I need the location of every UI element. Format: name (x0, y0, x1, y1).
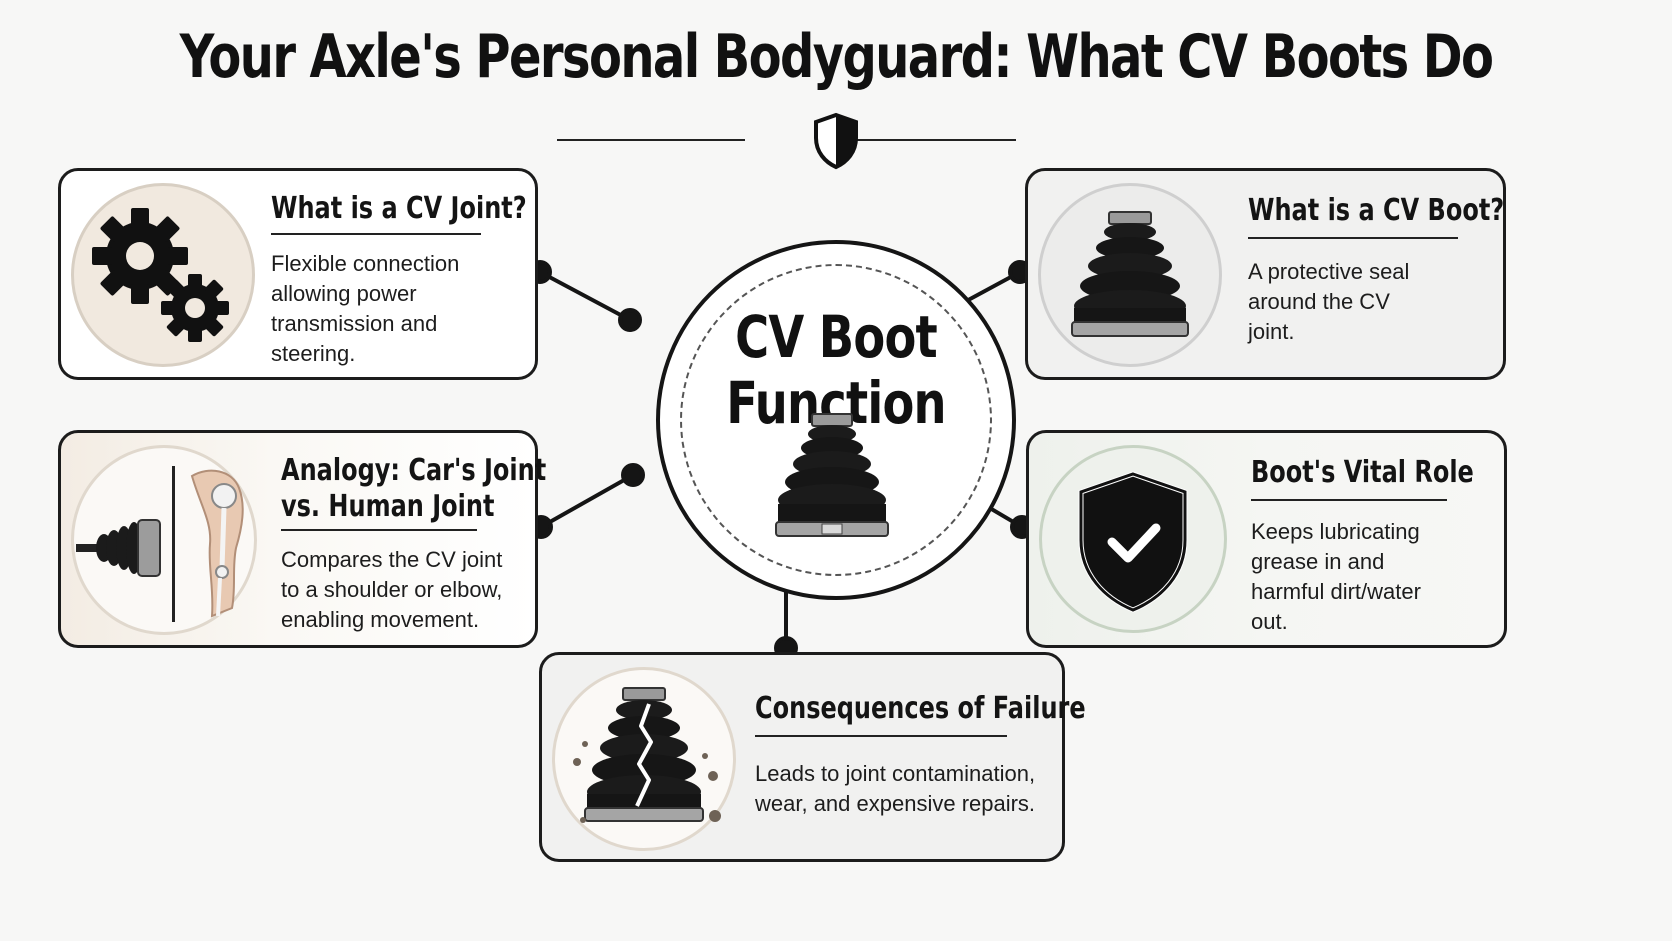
card-analogy-body: Compares the CV joint to a shoulder or e… (281, 547, 503, 632)
shield-medallion (1039, 445, 1227, 633)
card-failure-title: Consequences of Failure (755, 691, 1086, 726)
card-cv-boot: What is a CV Boot? A protective seal aro… (1025, 168, 1506, 380)
cv-boot-icon (1071, 211, 1189, 337)
gears-medallion (71, 183, 255, 367)
card-vital-role: Boot's Vital Role Keeps lubricating grea… (1026, 430, 1507, 648)
card-cv-joint: What is a CV Joint? Flexible connection … (58, 168, 538, 380)
card-analogy-title-line1: Analogy: Car's Joint (281, 453, 547, 488)
axle-and-arm-icon (76, 466, 244, 622)
cracked-boot-icon (573, 687, 721, 823)
card-vital-role-title: Boot's Vital Role (1251, 455, 1474, 490)
hub-title-line1: CV Boot (735, 303, 938, 371)
card-analogy: Analogy: Car's Joint vs. Human Joint Com… (58, 430, 546, 648)
card-cv-boot-title: What is a CV Boot? (1248, 193, 1505, 228)
card-failure-rule (755, 735, 1007, 737)
title-divider-left (557, 139, 745, 141)
card-cv-joint-title: What is a CV Joint? (271, 191, 527, 226)
card-vital-role-rule (1251, 499, 1447, 501)
card-cv-joint-body: Flexible connection allowing power trans… (271, 251, 460, 366)
shield-check-icon (1078, 471, 1188, 613)
page-title: Your Axle's Personal Bodyguard: What CV … (179, 22, 1494, 92)
card-cv-boot-rule (1248, 237, 1458, 239)
analogy-medallion (71, 445, 257, 635)
hub-dashed-ring (680, 264, 992, 576)
cv-boot-icon (775, 413, 889, 537)
card-failure-body: Leads to joint contamination, wear, and … (755, 761, 1036, 816)
shield-icon (814, 112, 858, 170)
gears-icon (92, 208, 229, 342)
cracked-boot-medallion (552, 667, 736, 851)
cv-boot-medallion (1038, 183, 1222, 367)
title-divider-right (824, 139, 1016, 141)
card-vital-role-body: Keeps lubricating grease in and harmful … (1251, 519, 1421, 634)
card-failure: Consequences of Failure Leads to joint c… (539, 652, 1086, 862)
hub-circle: CV Boot Function (656, 240, 1016, 600)
card-cv-boot-body: A protective seal around the CV joint. (1248, 259, 1410, 344)
hub-title: CV Boot Function (695, 304, 977, 436)
card-cv-joint-rule (271, 233, 481, 235)
card-analogy-title: Analogy: Car's Joint vs. Human Joint (281, 453, 546, 525)
card-analogy-rule (281, 529, 477, 531)
card-analogy-title-line2: vs. Human Joint (281, 489, 495, 524)
